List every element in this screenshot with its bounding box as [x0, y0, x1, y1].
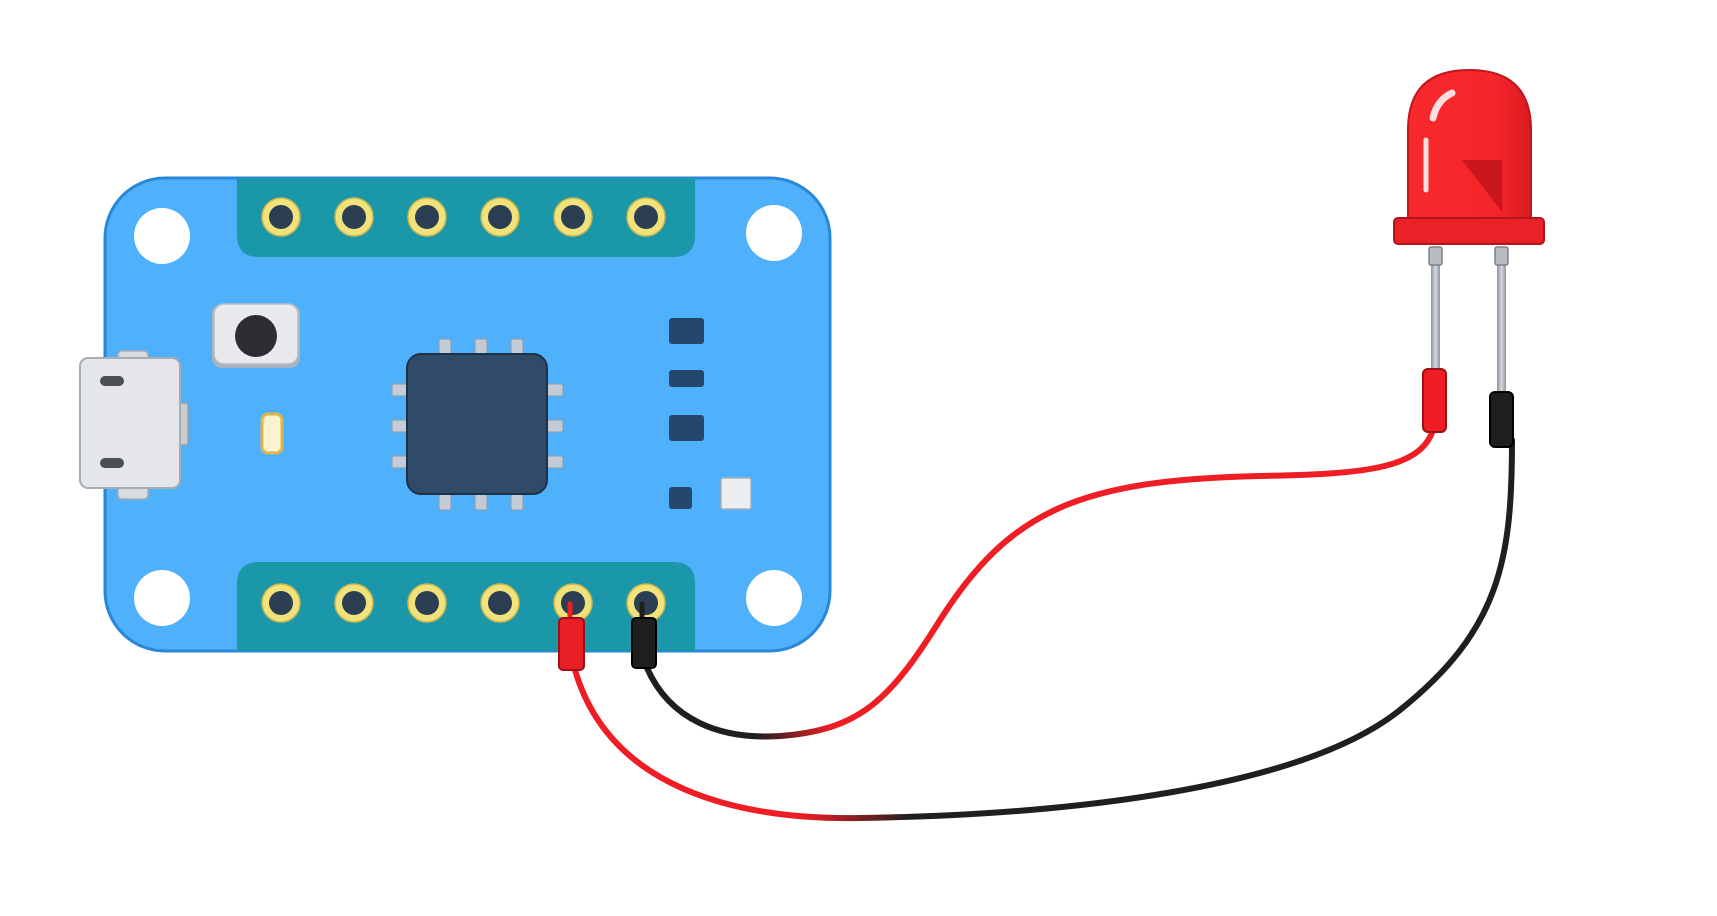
qfn-chip-icon [391, 338, 564, 511]
chip-pin-top-2 [474, 338, 488, 356]
chip-pin-top-1 [438, 338, 452, 356]
led-rim [1393, 217, 1545, 245]
mounting-hole-top-left [134, 208, 190, 264]
top-header-pin-6[interactable] [626, 197, 666, 237]
mounting-hole-bottom-left [134, 570, 190, 626]
smd-component-light [720, 477, 752, 510]
bottom-header-pin-4[interactable] [480, 583, 520, 623]
red-led-icon [1393, 68, 1545, 448]
bottom-header-pin-1[interactable] [261, 583, 301, 623]
chip-pin-left-2 [391, 419, 409, 433]
bottom-header-strip [237, 562, 695, 651]
bottom-header-pin-5[interactable] [553, 583, 593, 623]
led-anode-lead [1431, 248, 1440, 376]
wire-red-long[interactable] [644, 427, 1436, 740]
smd-component-4 [669, 487, 692, 509]
smd-component-2 [669, 370, 704, 387]
bottom-header-pin-3[interactable] [407, 583, 447, 623]
wires [558, 427, 1515, 822]
led-cathode-lead [1497, 248, 1506, 398]
top-header-pins [261, 197, 666, 237]
top-header-pin-3[interactable] [407, 197, 447, 237]
chip-pin-left-1 [391, 383, 409, 397]
chip-pin-bottom-3 [510, 493, 524, 511]
chip-pin-right-1 [546, 383, 564, 397]
top-header-pin-4[interactable] [480, 197, 520, 237]
top-header-pin-2[interactable] [334, 197, 374, 237]
mounting-hole-bottom-right [746, 570, 802, 626]
led-anode-sleeve [1422, 368, 1447, 433]
black-dupont-sleeve [631, 617, 657, 669]
chip-pin-left-3 [391, 455, 409, 469]
bottom-header-pin-6[interactable] [626, 583, 666, 623]
micro-usb-port-icon[interactable] [79, 350, 189, 500]
wire-black-long[interactable] [572, 437, 1515, 822]
led-cathode-sleeve [1489, 391, 1514, 448]
smd-component-1 [669, 318, 704, 344]
chip-pin-right-3 [546, 455, 564, 469]
microcontroller-board [79, 176, 832, 653]
chip-pin-right-2 [546, 419, 564, 433]
status-led-indicator [260, 412, 284, 455]
chip-pin-top-3 [510, 338, 524, 356]
chip-pin-bottom-1 [438, 493, 452, 511]
smd-component-3 [669, 415, 704, 441]
top-header-pin-1[interactable] [261, 197, 301, 237]
bottom-header-pin-2[interactable] [334, 583, 374, 623]
mounting-hole-top-right [746, 205, 802, 261]
chip-pin-bottom-2 [474, 493, 488, 511]
red-dupont-sleeve [558, 617, 585, 671]
top-header-pin-5[interactable] [553, 197, 593, 237]
tactile-push-button-icon[interactable] [212, 303, 300, 368]
